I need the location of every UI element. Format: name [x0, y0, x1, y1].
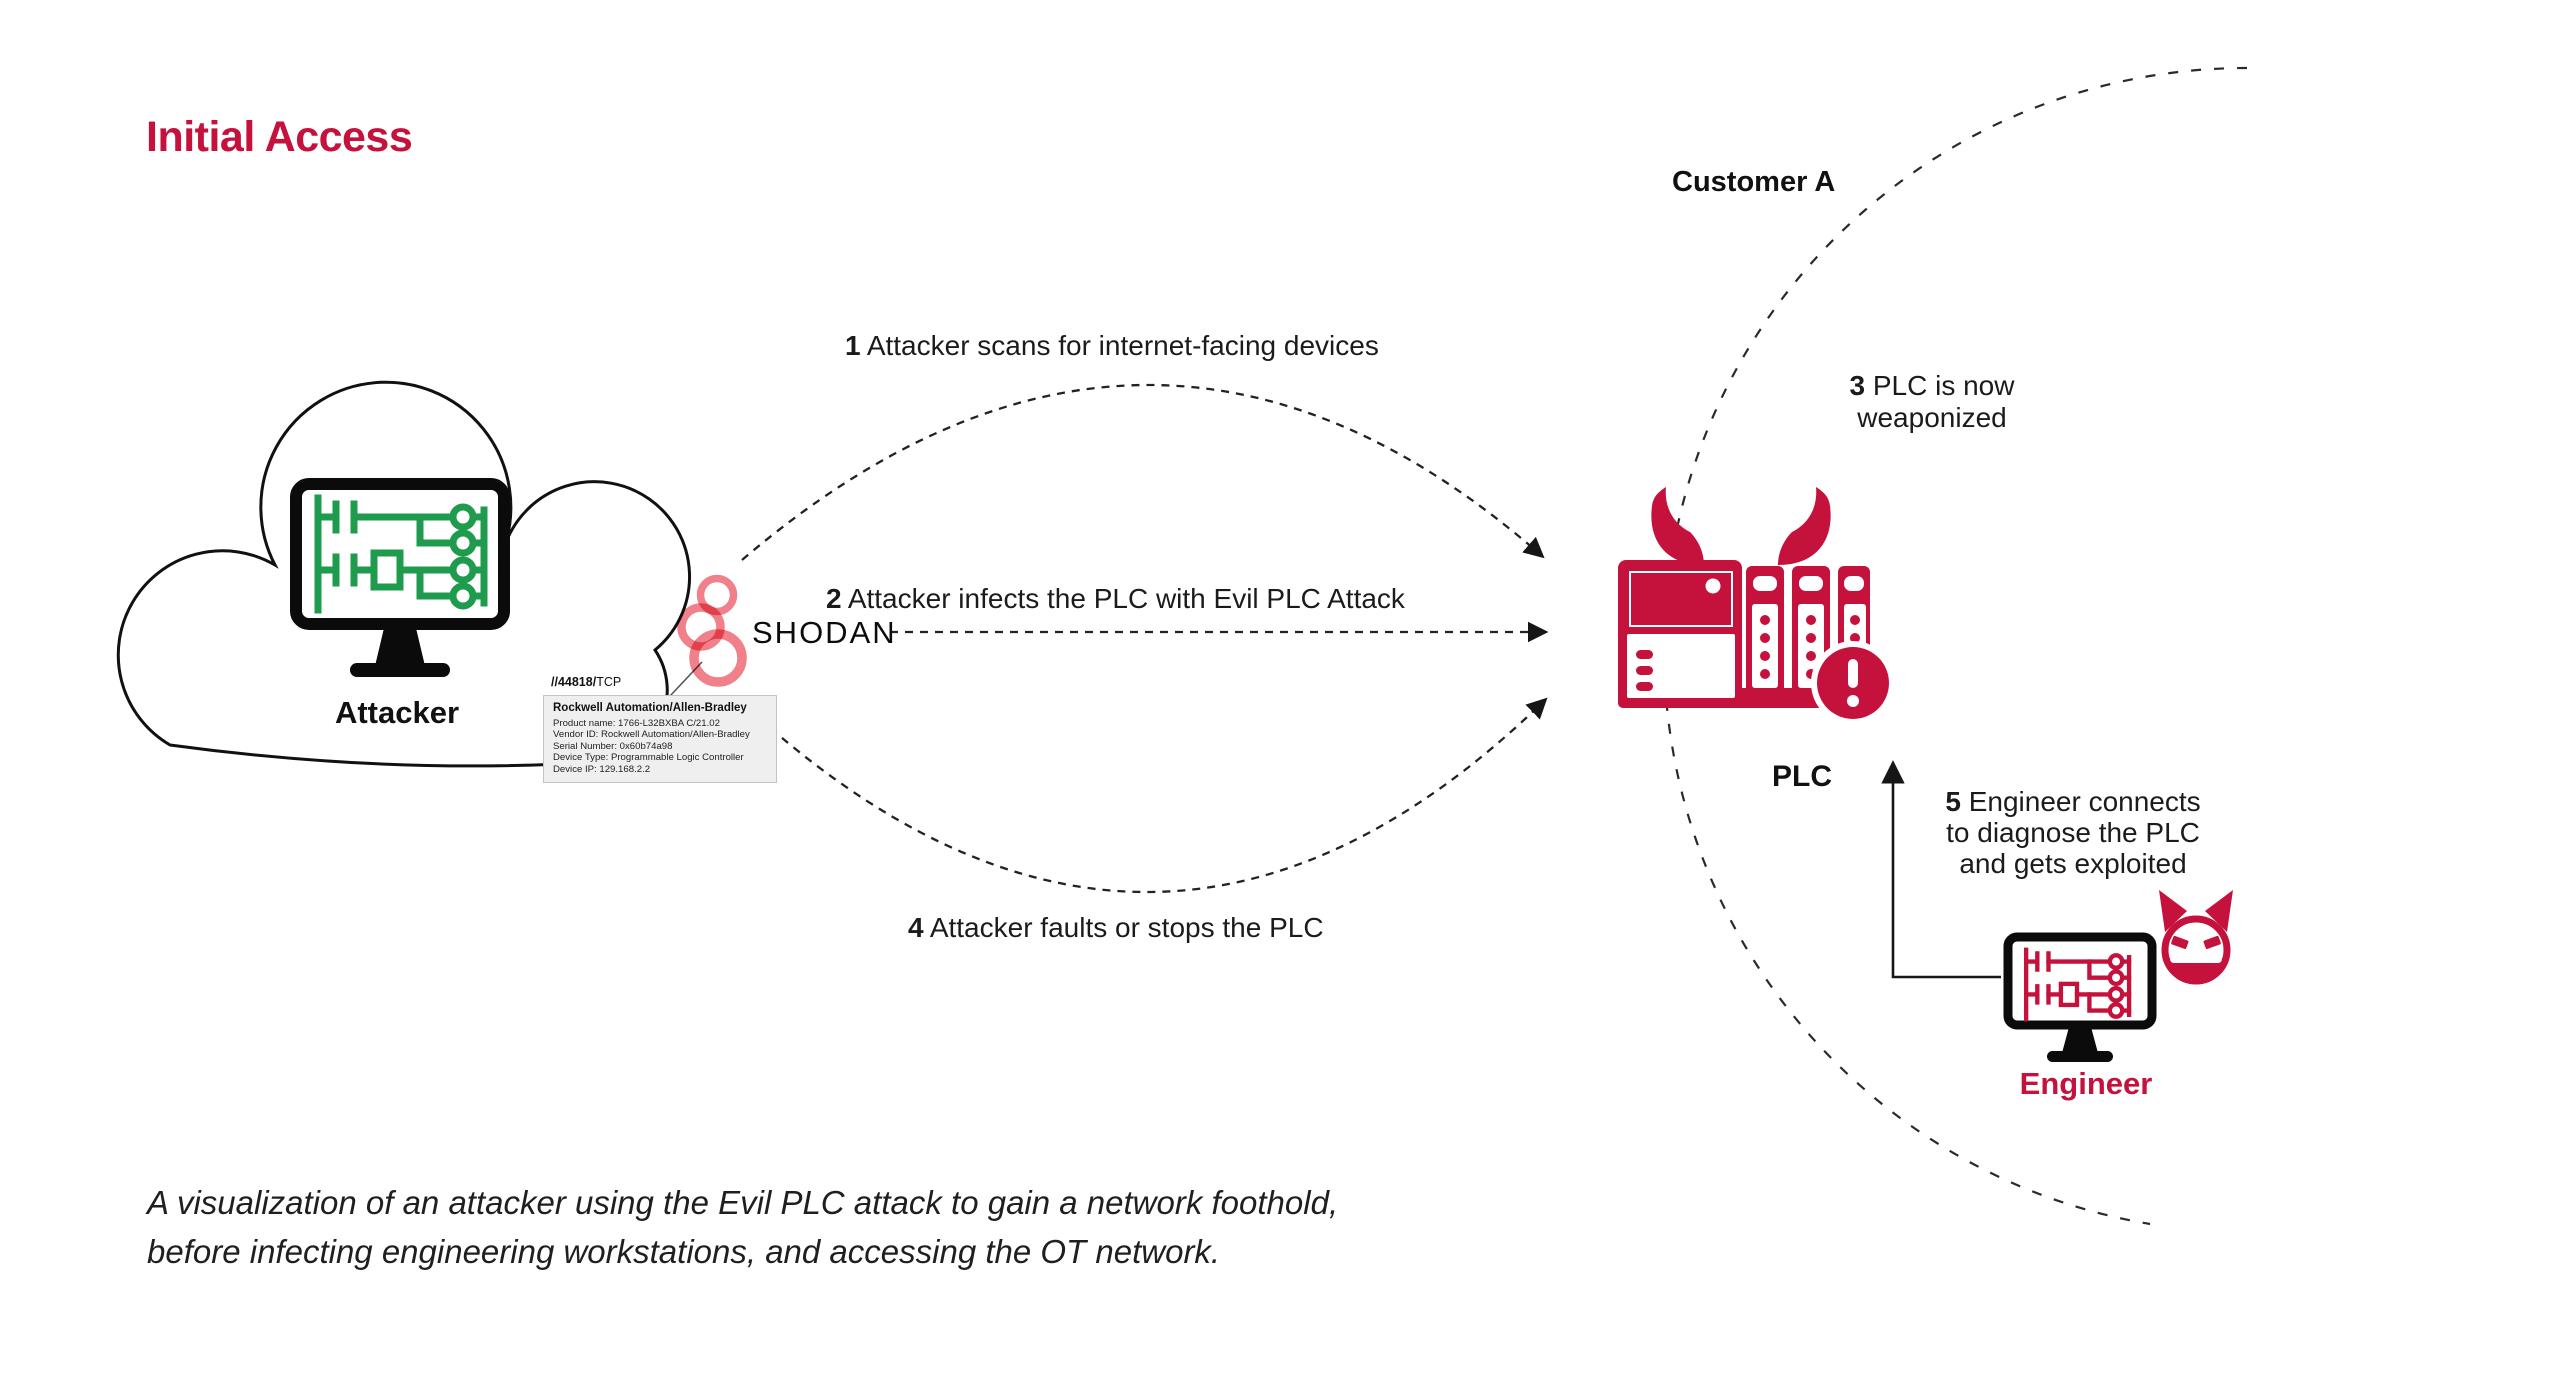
step-3-text-line2: weaponized — [1857, 402, 2007, 433]
devil-face-icon — [2159, 890, 2233, 985]
plc-label: PLC — [1772, 760, 1832, 793]
port-number: //44818/ — [551, 675, 597, 689]
step-5-label: 5 Engineer connects to diagnose the PLC … — [1923, 786, 2223, 879]
step-4-number: 4 — [908, 912, 924, 943]
devil-horns-icon — [1651, 487, 1831, 565]
port-banner: //44818/TCP — [551, 675, 621, 689]
step-2-text: Attacker infects the PLC with Evil PLC A… — [847, 583, 1405, 614]
caption-line1: A visualization of an attacker using the… — [147, 1184, 1339, 1221]
step-5-text-line2: to diagnose the PLC — [1946, 817, 2200, 848]
engineer-label: Engineer — [2019, 1066, 2153, 1101]
plc-icon — [1618, 487, 1895, 725]
scan-arrow-icon — [741, 383, 1545, 561]
plc-module — [1746, 566, 1784, 696]
attacker-workstation-icon — [290, 478, 510, 677]
step-5-text-line1: Engineer connects — [1968, 786, 2201, 817]
caption-line2: before infecting engineering workstation… — [147, 1233, 1221, 1270]
shodan-device-tooltip: Rockwell Automation/Allen-Bradley Produc… — [543, 695, 777, 784]
step-1-text: Attacker scans for internet-facing devic… — [866, 330, 1379, 361]
step-3-text-line1: PLC is now — [1872, 370, 2015, 401]
tooltip-row: Device IP: 129.168.2.2 — [553, 763, 651, 775]
customer-a-label: Customer A — [1672, 166, 1836, 198]
fault-arrow-icon — [736, 697, 1548, 894]
tooltip-row: Product name: 1766-L32BXBA C/21.02 — [553, 718, 720, 729]
step-4-label: 4 Attacker faults or stops the PLC — [908, 912, 1324, 944]
step-1-label: 1 Attacker scans for internet-facing dev… — [845, 330, 1379, 362]
shodan-label: SHODAN — [752, 615, 897, 650]
step-3-label: 3 PLC is now weaponized — [1832, 370, 2032, 434]
tooltip-row: Vendor ID: Rockwell Automation/Allen-Bra… — [553, 729, 750, 741]
step-2-number: 2 — [826, 583, 842, 614]
step-2-label: 2 Attacker infects the PLC with Evil PLC… — [826, 583, 1405, 615]
port-protocol: TCP — [596, 675, 622, 689]
step-5-text-line3: and gets exploited — [1959, 848, 2187, 879]
step-5-number: 5 — [1945, 786, 1961, 817]
page-title: Initial Access — [146, 113, 413, 161]
shodan-icon — [677, 574, 747, 687]
figure-caption: A visualization of an attacker using the… — [147, 1178, 1747, 1276]
step-4-text: Attacker faults or stops the PLC — [929, 912, 1324, 943]
connect-arrow-icon — [1881, 760, 2001, 979]
customer-boundary-icon — [1663, 66, 2248, 1226]
alert-icon — [1811, 641, 1895, 725]
attacker-label: Attacker — [334, 695, 460, 730]
engineer-workstation-icon — [2003, 932, 2157, 1062]
tooltip-header: Rockwell Automation/Allen-Bradley — [553, 702, 747, 714]
step-1-number: 1 — [845, 330, 861, 361]
tooltip-row: Serial Number: 0x60b74a98 — [553, 740, 673, 752]
step-3-number: 3 — [1849, 370, 1866, 401]
tooltip-row: Device Type: Programmable Logic Controll… — [553, 752, 744, 764]
